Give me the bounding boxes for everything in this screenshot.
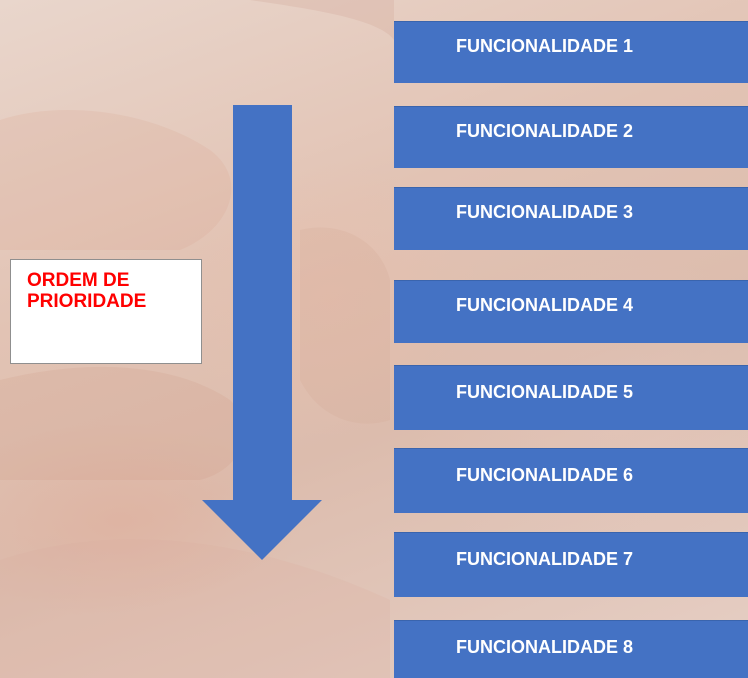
functionality-box-1: FUNCIONALIDADE 1 — [394, 21, 748, 83]
functionality-label: FUNCIONALIDADE 7 — [455, 549, 633, 569]
functionality-box-8: FUNCIONALIDADE 8 — [394, 620, 748, 678]
functionality-label: FUNCIONALIDADE 5 — [455, 382, 633, 402]
functionality-box-3: FUNCIONALIDADE 3 — [394, 187, 748, 250]
functionality-label: FUNCIONALIDADE 1 — [455, 36, 633, 56]
functionality-box-7: FUNCIONALIDADE 7 — [394, 532, 748, 597]
priority-label: ORDEM DE PRIORIDADE — [27, 270, 147, 312]
functionality-box-2: FUNCIONALIDADE 2 — [394, 106, 748, 168]
functionality-box-6: FUNCIONALIDADE 6 — [394, 448, 748, 513]
functionality-box-4: FUNCIONALIDADE 4 — [394, 280, 748, 343]
priority-label-box: ORDEM DE PRIORIDADE — [10, 259, 202, 364]
functionality-label: FUNCIONALIDADE 4 — [455, 295, 633, 315]
functionality-label: FUNCIONALIDADE 6 — [455, 465, 633, 485]
functionality-label: FUNCIONALIDADE 3 — [455, 202, 633, 222]
functionality-box-5: FUNCIONALIDADE 5 — [394, 365, 748, 430]
functionality-label: FUNCIONALIDADE 8 — [455, 637, 633, 657]
functionality-label: FUNCIONALIDADE 2 — [455, 121, 633, 141]
